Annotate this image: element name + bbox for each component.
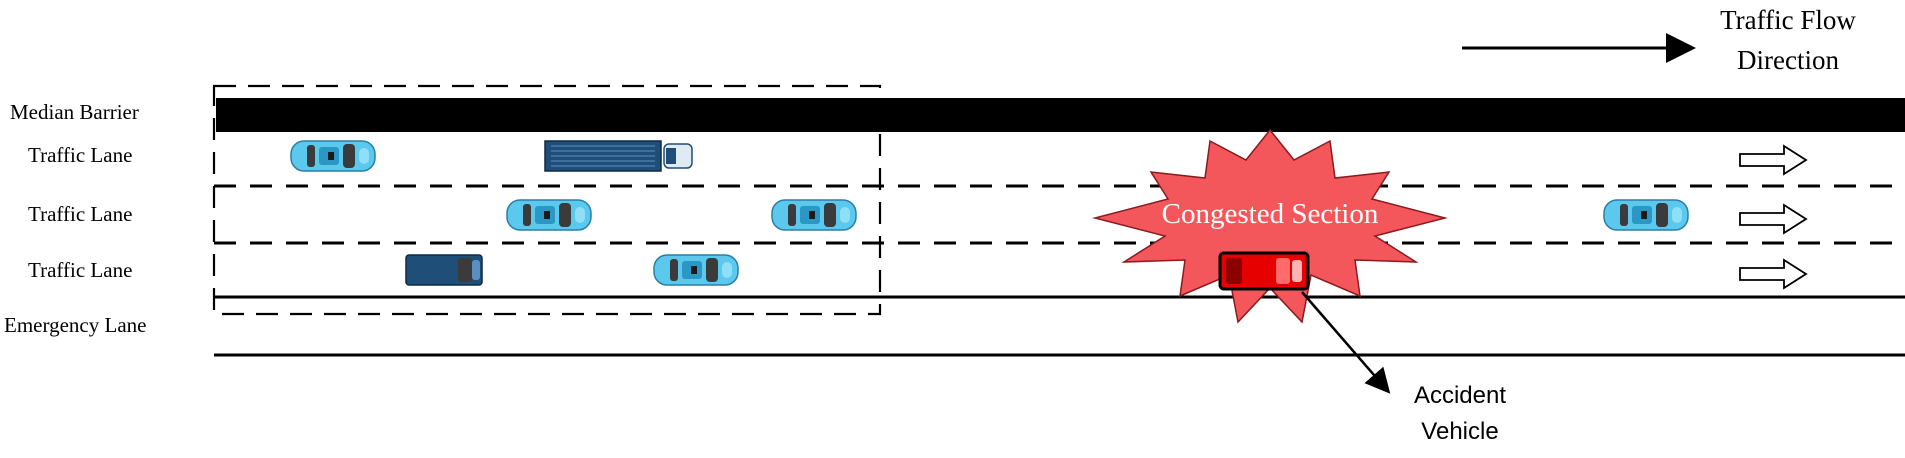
label-emergency-lane: Emergency Lane bbox=[4, 313, 147, 337]
label-traffic-lane-2: Traffic Lane bbox=[28, 202, 133, 226]
car-icon bbox=[771, 199, 857, 231]
label-traffic-lane-1: Traffic Lane bbox=[28, 143, 133, 167]
label-median-barrier: Median Barrier bbox=[10, 100, 139, 124]
congested-section-label: Congested Section bbox=[1161, 198, 1379, 230]
accident-vehicle-icon bbox=[1218, 251, 1310, 291]
car-icon bbox=[290, 140, 376, 172]
arrow-icon bbox=[1739, 259, 1807, 289]
label-traffic-lane-3: Traffic Lane bbox=[28, 258, 133, 282]
median-barrier bbox=[216, 98, 1905, 132]
truck-icon bbox=[544, 140, 693, 172]
car-icon bbox=[653, 254, 739, 286]
accident-pointer-arrow bbox=[1301, 291, 1391, 394]
flow-label-line2: Direction bbox=[1737, 45, 1839, 75]
flow-label-line1: Traffic Flow bbox=[1720, 5, 1856, 35]
arrow-icon bbox=[1739, 204, 1807, 234]
accident-label-line1: Accident bbox=[1413, 382, 1507, 409]
arrow-icon bbox=[1739, 145, 1807, 175]
car-icon bbox=[1603, 199, 1689, 231]
accident-label-line2: Vehicle bbox=[1421, 418, 1499, 445]
van-icon bbox=[405, 254, 483, 286]
car-icon bbox=[506, 199, 592, 231]
upstream-section-box bbox=[212, 84, 882, 316]
